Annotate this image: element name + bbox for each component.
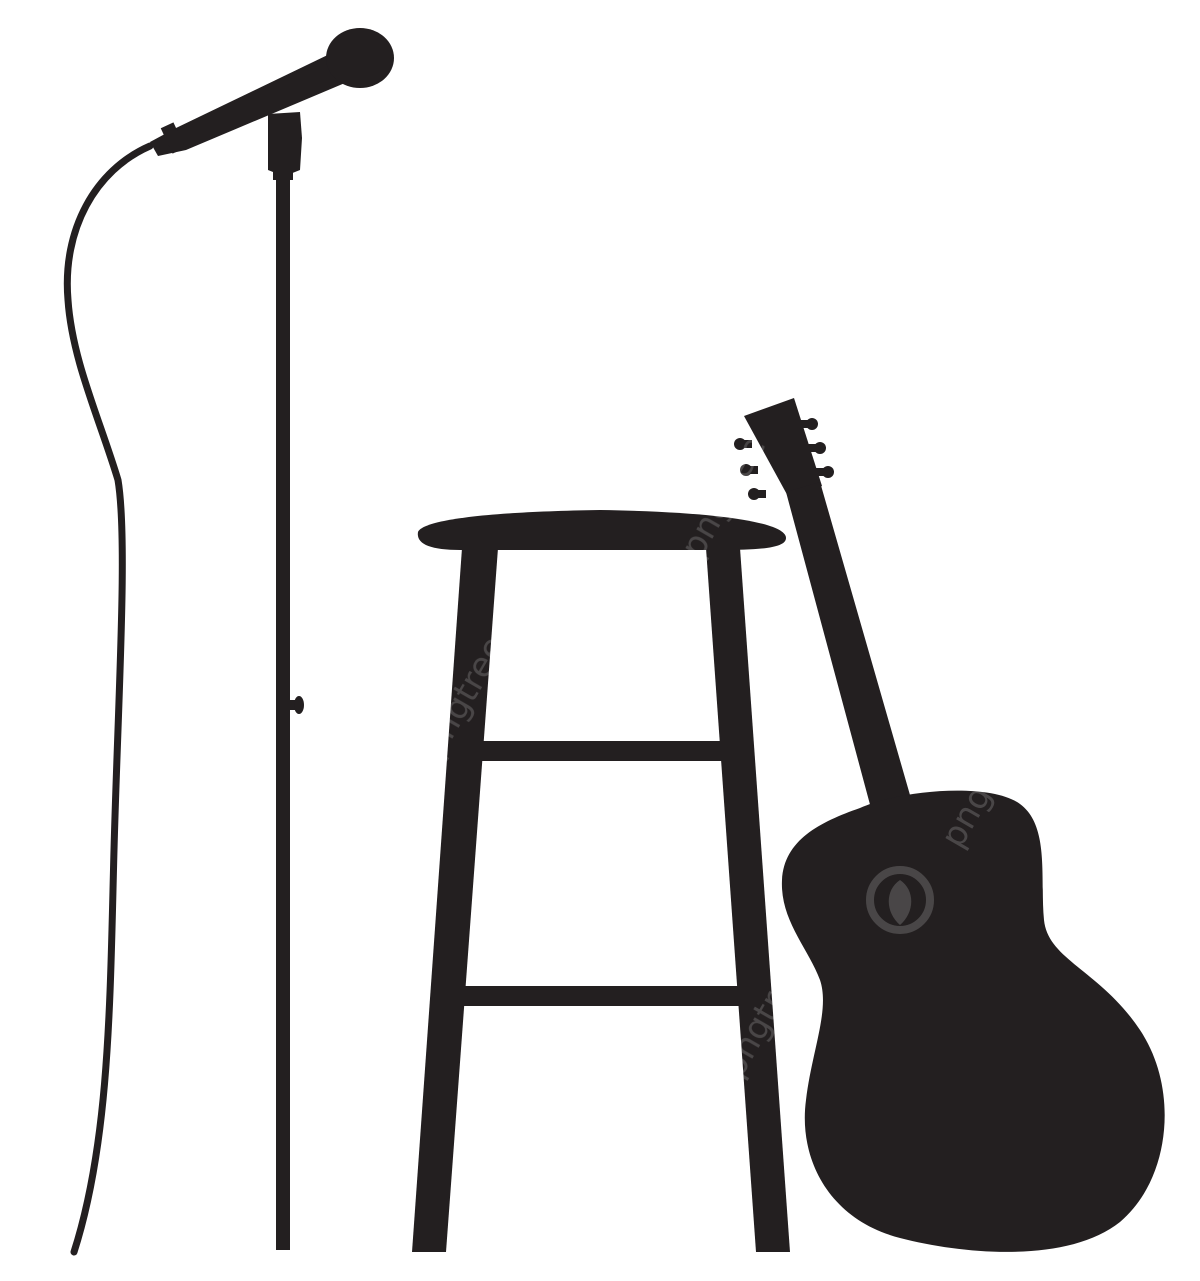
stool-rung-upper (480, 741, 722, 761)
microphone-clip (268, 112, 302, 174)
stool-rung-lower (464, 986, 740, 1006)
guitar-headstock (744, 398, 822, 500)
guitar-tuning-pegs (734, 418, 834, 500)
bar-stool (412, 510, 790, 1252)
microphone-stand (273, 168, 304, 1250)
stool-leg-right (706, 548, 790, 1252)
acoustic-guitar (734, 398, 1165, 1252)
microphone-cable (63, 142, 154, 1256)
guitar-neck (786, 482, 912, 812)
stool-leg-left (412, 548, 498, 1252)
microphone (150, 28, 394, 156)
guitar-body (781, 790, 1165, 1252)
pngtree-leaf-logo-icon (866, 866, 934, 934)
stool-seat (417, 510, 786, 550)
